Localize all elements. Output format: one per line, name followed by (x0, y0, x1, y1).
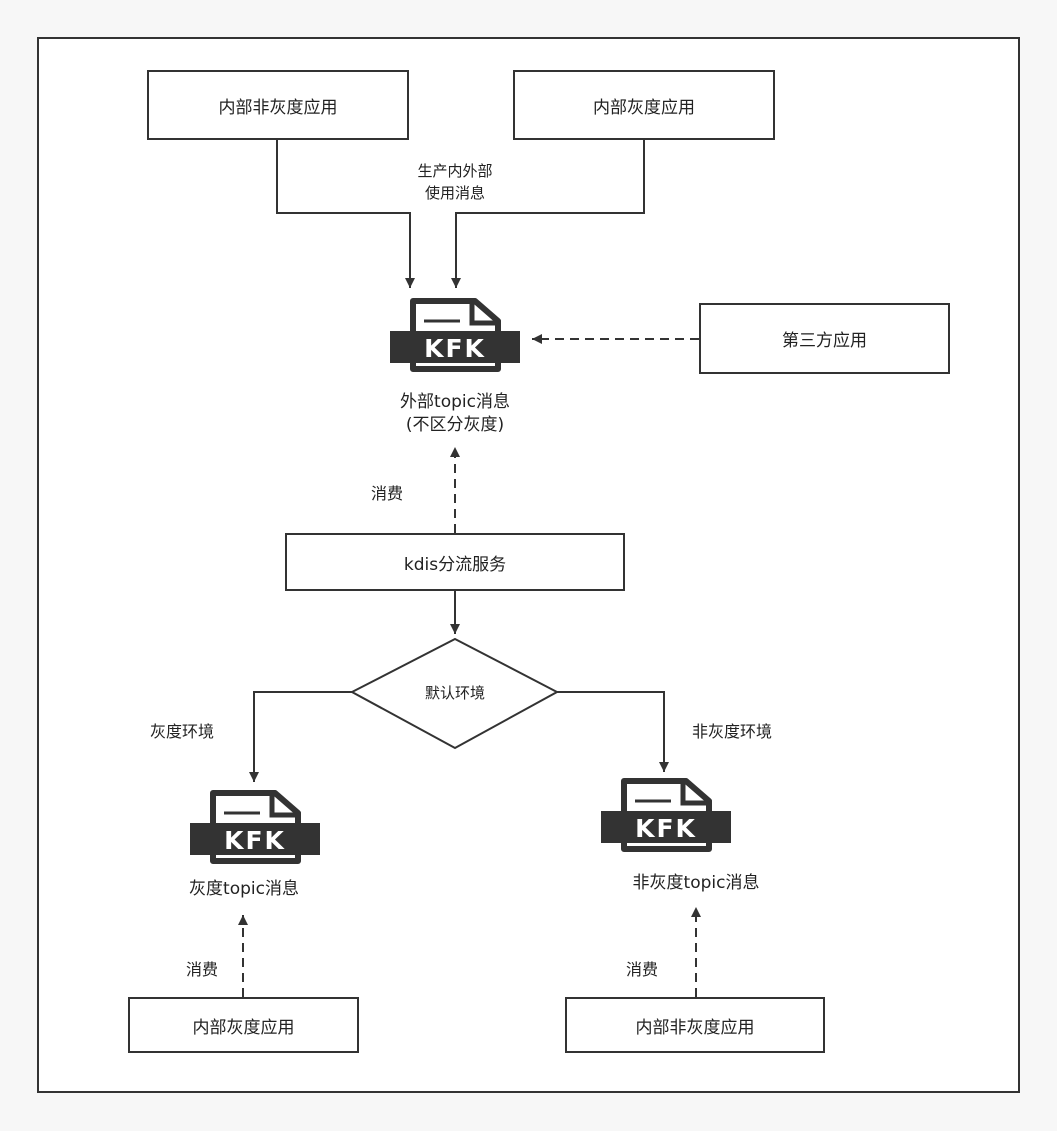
edge-to-non-gray-topic (557, 691, 669, 772)
internal-gray-app-top-label: 内部灰度应用 (593, 97, 695, 118)
internal-gray-app-bottom-box: 内部灰度应用 (128, 997, 359, 1053)
external-kfk-badge: KFK (424, 334, 486, 363)
consume-gray-label: 消费 (186, 960, 219, 979)
internal-gray-app-top-box: 内部灰度应用 (513, 70, 775, 140)
internal-non-gray-app-bottom-box: 内部非灰度应用 (565, 997, 825, 1053)
kdis-service-label: kdis分流服务 (403, 554, 507, 575)
gray-topic-label: 灰度topic消息 (189, 879, 299, 899)
internal-non-gray-app-top-label: 内部非灰度应用 (218, 97, 338, 118)
gray-kfk-icon: KFK (190, 793, 320, 861)
internal-gray-app-bottom-label: 内部灰度应用 (192, 1017, 295, 1038)
internal-non-gray-app-bottom-label: 内部非灰度应用 (635, 1017, 755, 1038)
consume-external-label: 消费 (371, 484, 404, 503)
edge-non-gray-app-to-external-topic (276, 140, 415, 288)
non-gray-kfk-icon: KFK (601, 781, 731, 849)
non-gray-kfk-badge: KFK (635, 814, 697, 843)
external-topic-label: 外部topic消息 (400, 392, 510, 412)
non-gray-env-label: 非灰度环境 (692, 722, 773, 741)
default-env-label: 默认环境 (424, 684, 486, 702)
external-topic-sublabel: (不区分灰度) (405, 415, 505, 435)
produce-label-line1: 生产内外部 (417, 162, 493, 180)
edge-gray-app-to-external-topic (451, 140, 645, 288)
third-party-app-label: 第三方应用 (782, 331, 867, 351)
internal-non-gray-app-top-box: 内部非灰度应用 (147, 70, 409, 140)
default-env-diamond (349, 637, 560, 750)
consume-non-gray-label: 消费 (626, 960, 659, 979)
gray-kfk-badge: KFK (224, 826, 286, 855)
external-kfk-icon: KFK (390, 301, 520, 369)
third-party-app-box: 第三方应用 (699, 303, 950, 374)
non-gray-topic-label: 非灰度topic消息 (632, 873, 760, 893)
edge-to-gray-topic (249, 691, 352, 782)
kdis-service-box: kdis分流服务 (285, 533, 625, 591)
produce-label-line2: 使用消息 (424, 184, 486, 202)
gray-env-label: 灰度环境 (150, 722, 215, 741)
